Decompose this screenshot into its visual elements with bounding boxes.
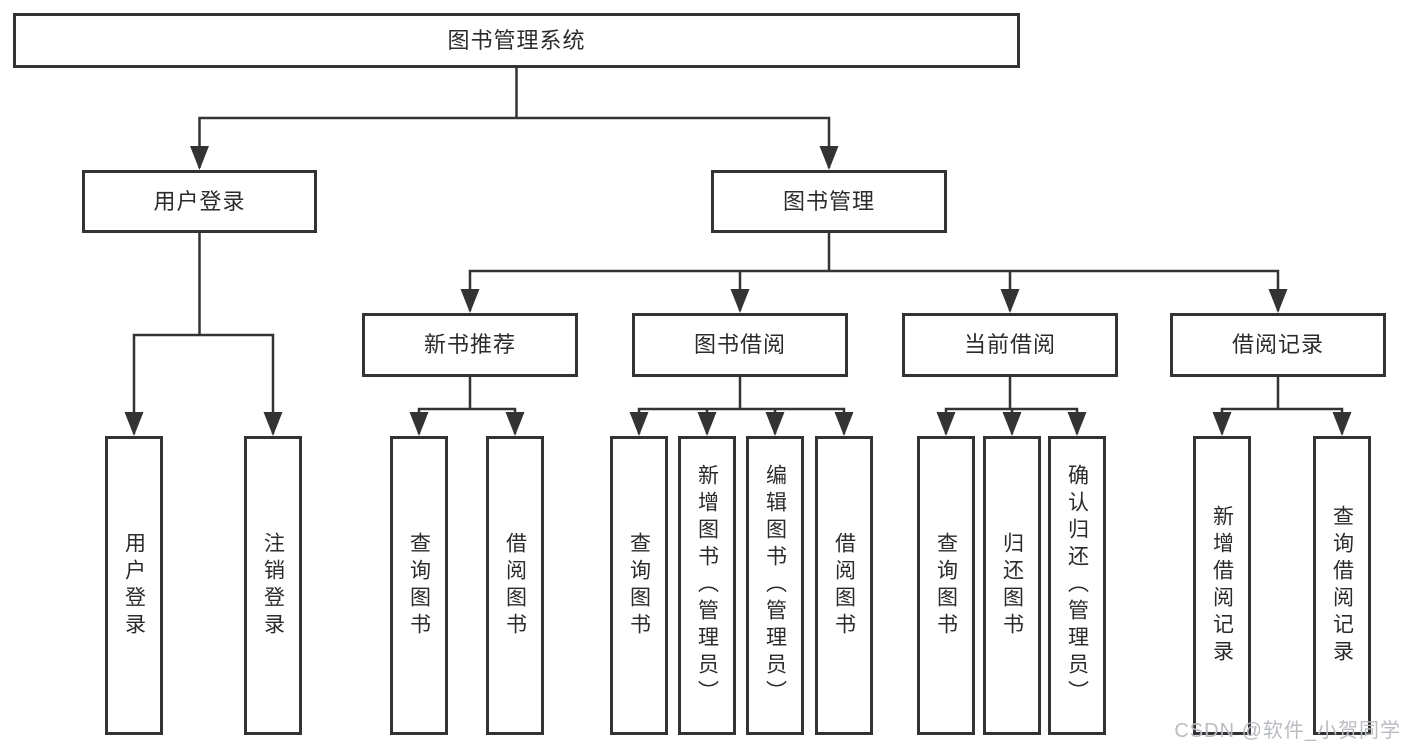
connectors-user-login-split: [124, 233, 283, 436]
node-label: 图书管理系统: [447, 27, 586, 53]
node-label: 图书借阅: [693, 332, 786, 357]
leaf-label: 查询图书: [407, 531, 431, 640]
node-book-management: 图书管理: [711, 170, 947, 233]
leaf-current-query-books: 查询图书: [917, 436, 975, 735]
node-label: 用户登录: [153, 188, 246, 214]
connectors-book-borrow-split: [629, 377, 854, 436]
node-current-borrow: 当前借阅: [902, 313, 1118, 377]
leaf-borrow-borrow-books: 借阅图书: [815, 436, 873, 735]
connectors-current-borrow-split: [936, 377, 1087, 436]
node-user-login: 用户登录: [82, 170, 317, 233]
leaf-borrow-edit-books-admin: 编辑图书（管理员）: [746, 436, 804, 735]
node-book-borrow: 图书借阅: [632, 313, 848, 377]
leaf-user-login: 用户登录: [105, 436, 163, 735]
node-label: 图书管理: [782, 188, 875, 214]
leaf-borrow-add-books-admin: 新增图书（管理员）: [678, 436, 736, 735]
leaf-recommend-query-books: 查询图书: [390, 436, 448, 735]
leaf-label: 借阅图书: [503, 531, 527, 640]
leaf-label: 确认归还（管理员）: [1065, 464, 1089, 707]
leaf-label: 查询借阅记录: [1330, 504, 1354, 667]
leaf-label: 借阅图书: [832, 531, 856, 640]
node-label: 借阅记录: [1231, 332, 1324, 357]
leaf-label: 编辑图书（管理员）: [763, 464, 787, 707]
leaf-borrow-query-books: 查询图书: [610, 436, 668, 735]
leaf-current-return-books: 归还图书: [983, 436, 1041, 735]
connectors-book-management-split: [460, 233, 1288, 313]
leaf-recommend-borrow-books: 借阅图书: [486, 436, 544, 735]
leaf-label: 用户登录: [122, 531, 146, 640]
leaf-records-add-record: 新增借阅记录: [1193, 436, 1251, 735]
leaf-logout: 注销登录: [244, 436, 302, 735]
node-label: 新书推荐: [423, 332, 516, 357]
node-borrow-records: 借阅记录: [1170, 313, 1386, 377]
connectors-new-book-split: [409, 377, 525, 436]
connectors-borrow-records-split: [1212, 377, 1352, 436]
leaf-label: 查询图书: [934, 531, 958, 640]
leaf-current-confirm-return-admin: 确认归还（管理员）: [1048, 436, 1106, 735]
connectors-root-split: [190, 68, 839, 170]
leaf-label: 归还图书: [1000, 531, 1024, 640]
leaf-label: 新增借阅记录: [1210, 504, 1234, 667]
node-label: 当前借阅: [963, 332, 1056, 357]
leaf-label: 注销登录: [261, 531, 285, 640]
node-library-management-system: 图书管理系统: [13, 13, 1020, 68]
watermark: CSDN @软件_小贺同学: [1174, 720, 1401, 742]
leaf-records-query-record: 查询借阅记录: [1313, 436, 1371, 735]
node-new-book-recommend: 新书推荐: [362, 313, 578, 377]
leaf-label: 查询图书: [627, 531, 651, 640]
leaf-label: 新增图书（管理员）: [695, 464, 719, 707]
